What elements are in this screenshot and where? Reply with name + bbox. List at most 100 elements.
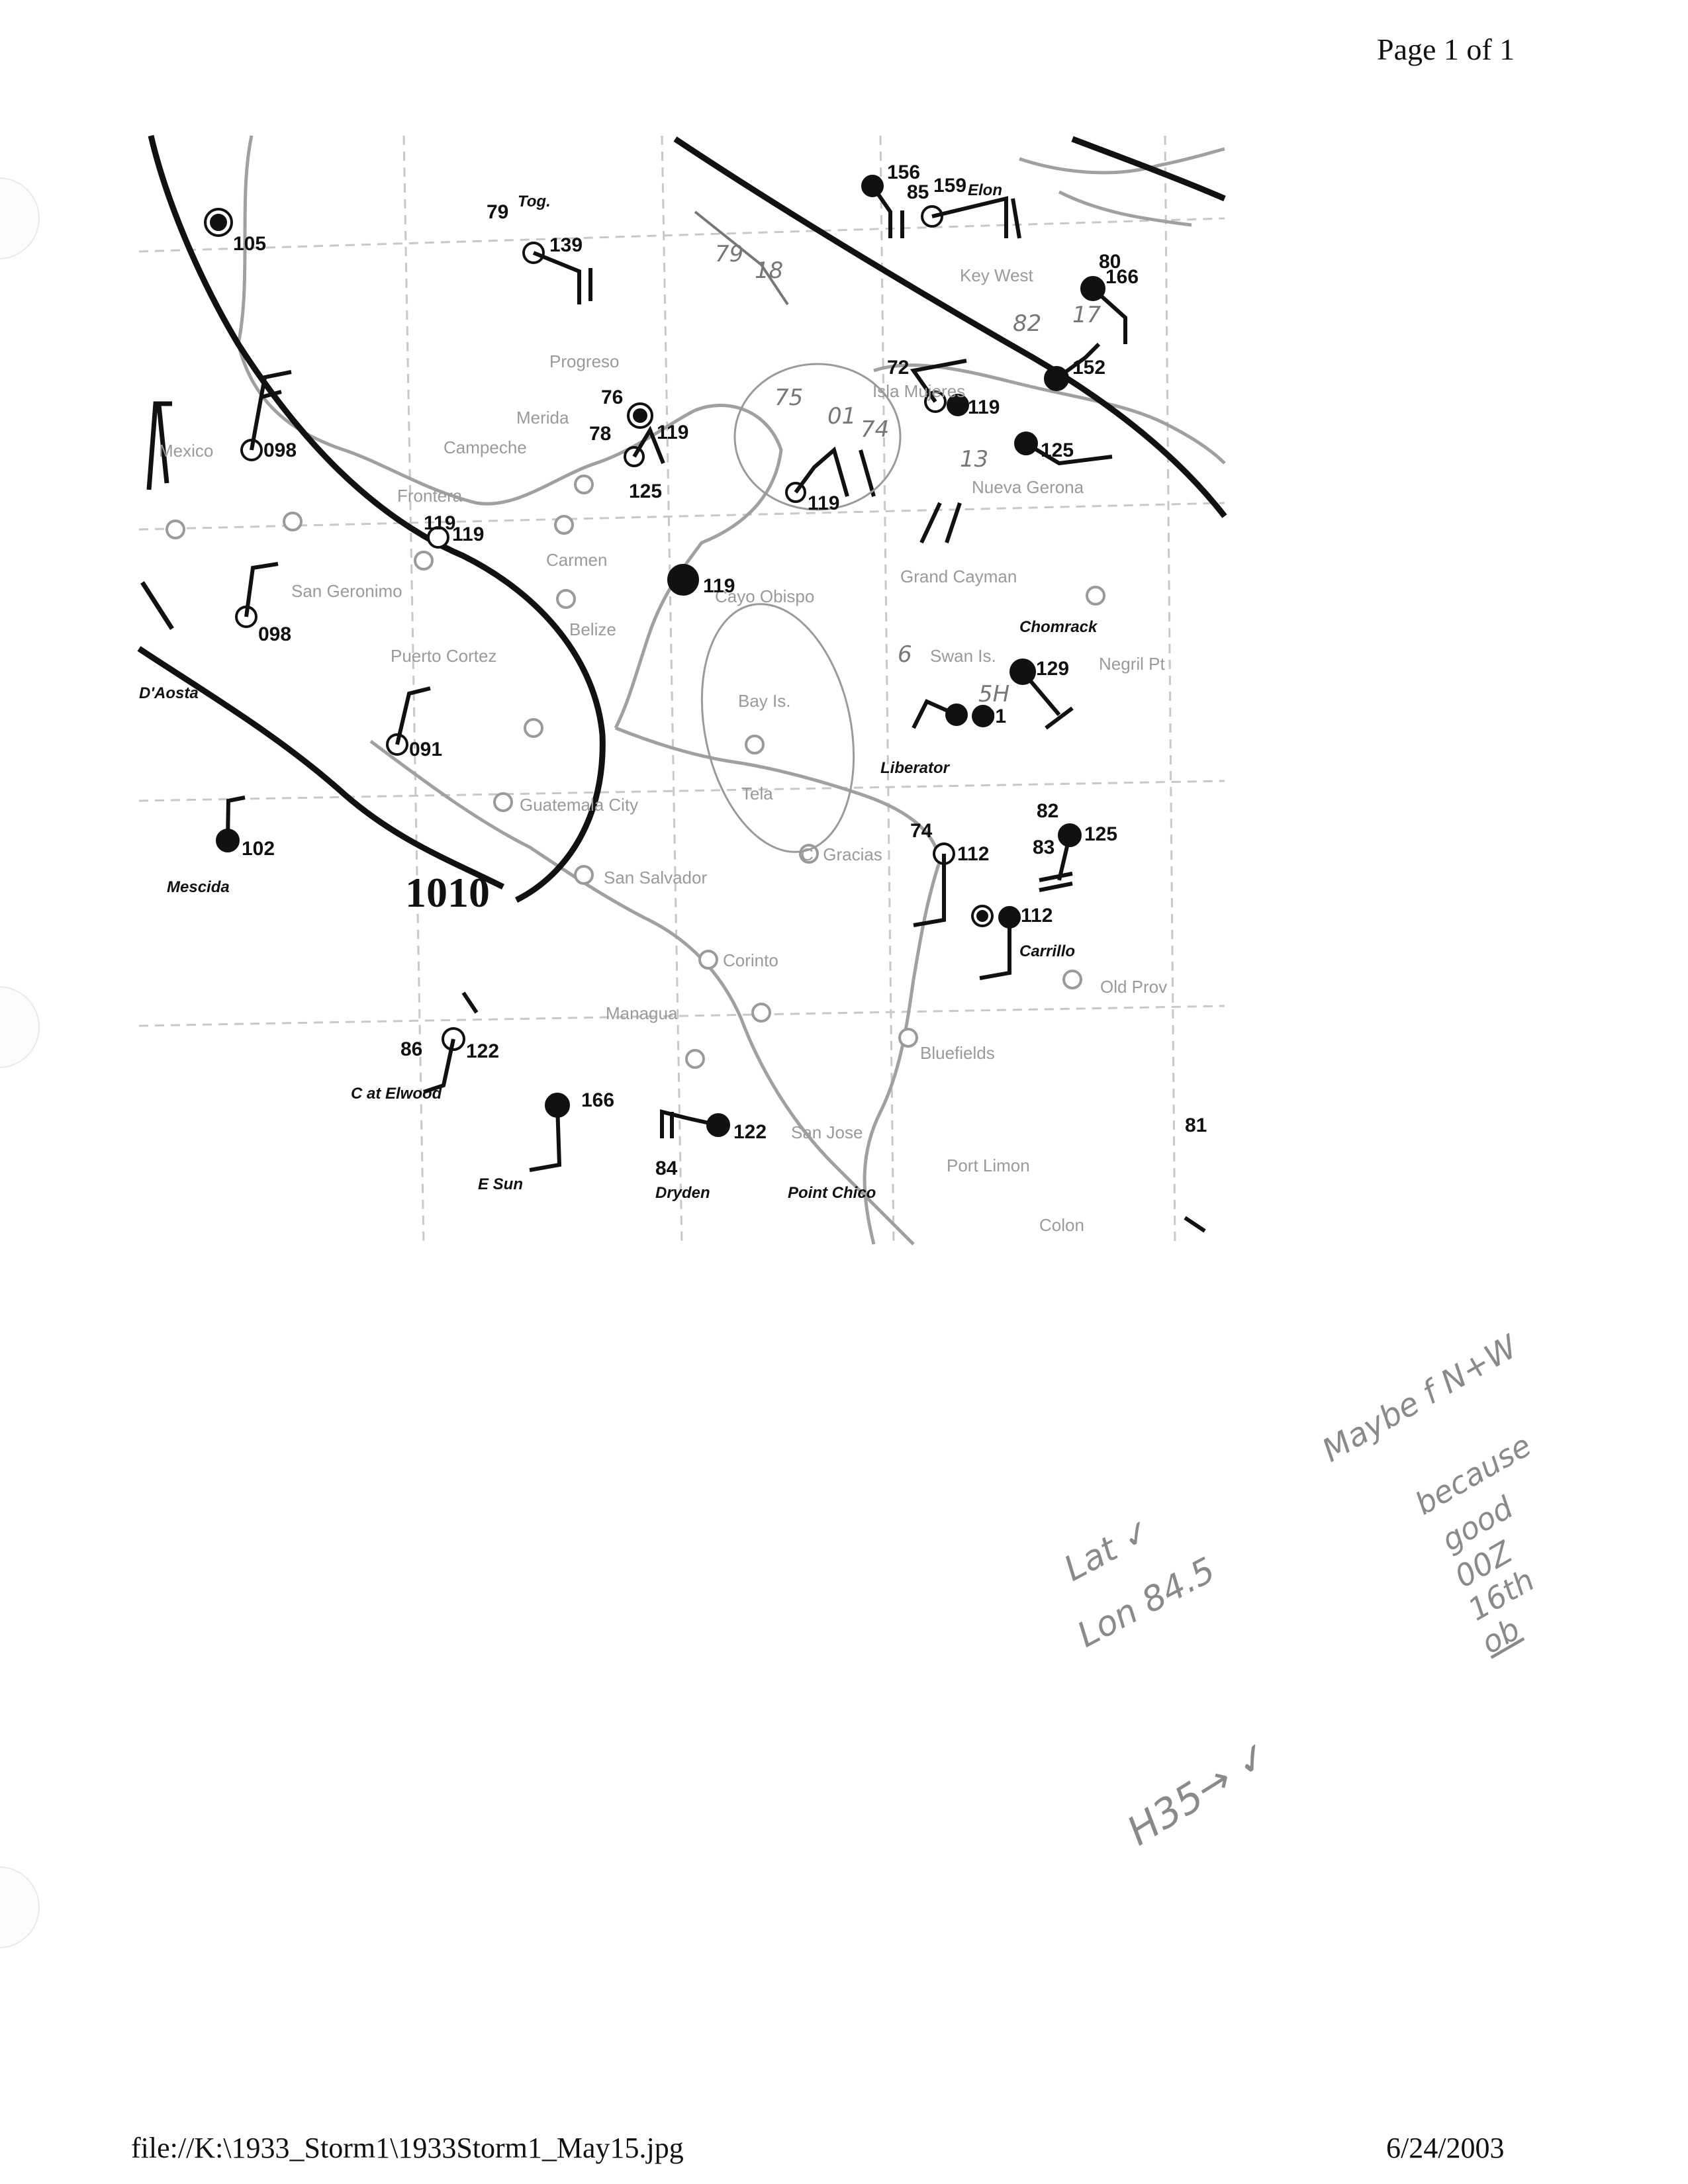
place-label-item: Bay Is. xyxy=(738,691,790,711)
observation-value-item: 80 xyxy=(1099,251,1121,273)
station-label-item: D'Aosta xyxy=(139,684,199,702)
station-label-item: Point Chico xyxy=(788,1184,876,1202)
place-label-item: Port Limon xyxy=(947,1156,1030,1175)
pencil-map-note-item: 79 xyxy=(715,241,743,267)
station-label-item: C at Elwood xyxy=(351,1085,443,1103)
observation-value-item: 112 xyxy=(1021,905,1053,927)
station-label-item: Dryden xyxy=(655,1184,710,1202)
place-label-item: Guatemala City xyxy=(520,795,638,815)
station-label-item: E Sun xyxy=(478,1175,523,1193)
observation-value-item: 119 xyxy=(968,396,1000,418)
station-label-item: Mescida xyxy=(167,878,230,896)
observation-value-item: 119 xyxy=(452,523,484,545)
place-label-item: Nueva Gerona xyxy=(972,477,1084,497)
observation-value-item: 72 xyxy=(887,357,909,379)
place-label-item: Negril Pt xyxy=(1099,654,1165,674)
observation-value-item: 159 xyxy=(933,175,966,197)
place-label-item: Isla Mujeres xyxy=(872,381,965,401)
pencil-map-note-item: 01 xyxy=(827,403,856,430)
observation-value-item: 86 xyxy=(400,1038,422,1060)
place-label-item: Mexico xyxy=(159,441,213,461)
pencil-map-note-item: 74 xyxy=(861,416,889,443)
station-label-item: Elon xyxy=(968,181,1002,199)
observation-value-item: 112 xyxy=(957,843,989,865)
place-label-item: C. Gracias xyxy=(801,844,882,864)
isobars xyxy=(137,134,1227,903)
observation-value-item: 091 xyxy=(973,705,1006,727)
place-label-item: San Geronimo xyxy=(291,581,402,601)
observation-value-item: 166 xyxy=(581,1089,614,1111)
place-label-item: Carmen xyxy=(546,550,607,570)
pencil-map-note-item: 75 xyxy=(774,385,803,411)
observation-value-item: 119 xyxy=(808,492,839,514)
print-date-footer: 6/24/2003 xyxy=(1386,2132,1505,2164)
place-label-item: Puerto Cortez xyxy=(391,646,496,666)
observation-value-item: 105 xyxy=(233,233,266,255)
station-labels: Elon Chomrack Liberator Carrillo Mescida… xyxy=(139,181,1098,1202)
observation-value-item: 84 xyxy=(655,1158,678,1179)
pencil-map-note-item: 5H xyxy=(978,681,1009,707)
place-label-item: Bluefields xyxy=(920,1043,995,1063)
pencil-circles xyxy=(700,363,902,853)
observation-value-item: 102 xyxy=(242,838,275,860)
observation-value-item: 098 xyxy=(258,623,291,645)
handwritten-annotation-item: Lat ✓ xyxy=(1058,1510,1159,1589)
isobar-label: 1010 xyxy=(405,869,490,916)
observation-value-item: 83 xyxy=(1033,837,1055,858)
handwritten-annotation-item: H35→ ✓ xyxy=(1119,1731,1280,1855)
observation-value-item: 139 xyxy=(549,234,583,256)
observation-value-item: 166 xyxy=(1105,266,1139,288)
observation-value-item: 129 xyxy=(1036,658,1069,680)
station-label-item: Chomrack xyxy=(1019,618,1098,636)
observation-value-item: 125 xyxy=(1041,439,1074,461)
left-edge-marks xyxy=(140,401,174,630)
map-frame xyxy=(139,136,1225,1244)
place-label-item: San Salvador xyxy=(604,868,707,887)
observation-value-item: 125 xyxy=(1084,823,1117,845)
coastlines xyxy=(236,135,1226,1246)
observation-value-item: 119 xyxy=(657,422,688,443)
place-label-item: Tela xyxy=(741,784,773,803)
place-label-item: Corinto xyxy=(723,950,778,970)
wind-barbs xyxy=(226,185,1206,1233)
observation-value-item: 125 xyxy=(629,480,662,502)
place-label-item: Key West xyxy=(960,265,1034,285)
observation-value-item: 098 xyxy=(263,439,297,461)
observation-value-item: 82 xyxy=(1037,800,1058,822)
place-label-item: Colon xyxy=(1039,1215,1084,1235)
observation-value-item: 152 xyxy=(1072,357,1105,379)
observation-value-item: 78 xyxy=(589,423,611,445)
place-label-item: Belize xyxy=(569,619,616,639)
observation-value-item: 122 xyxy=(466,1040,499,1062)
file-path-footer: file://K:\1933_Storm1\1933Storm1_May15.j… xyxy=(131,2132,684,2164)
observation-value-item: 122 xyxy=(733,1121,767,1143)
place-label-item: Managua xyxy=(606,1003,678,1023)
city-markers xyxy=(165,475,1105,1069)
observation-value-item: 76 xyxy=(601,387,623,408)
place-label-item: Campeche xyxy=(444,437,527,457)
page-number-label: Page 1 of 1 xyxy=(1377,32,1515,66)
place-label-item: Merida xyxy=(516,408,569,428)
station-label-item: Carrillo xyxy=(1019,942,1075,960)
place-label-item: Cayo Obispo xyxy=(715,586,814,606)
pencil-map-note-item: 82 xyxy=(1013,310,1041,337)
pencil-map-notes: 79 18 82 17 75 01 74 13 6 5H xyxy=(715,241,1102,707)
lat-lon-grid xyxy=(138,135,1225,1245)
observation-value-item: 119 xyxy=(703,575,735,597)
station-label-item: Tog. xyxy=(518,193,551,210)
observation-value-item: 74 xyxy=(910,820,933,842)
pencil-map-note-item: 13 xyxy=(960,446,988,473)
place-label-item: Old Prov xyxy=(1100,977,1167,997)
pencil-map-note-item: 17 xyxy=(1072,302,1102,328)
observation-value-item: 156 xyxy=(887,161,920,183)
observation-value-item: 81 xyxy=(1185,1115,1207,1136)
place-labels: Key West Progreso Merida Campeche Fronte… xyxy=(159,265,1167,1235)
place-label-item: Progreso xyxy=(549,351,620,371)
place-label-item: Frontera xyxy=(397,486,463,506)
place-label-item: Grand Cayman xyxy=(900,567,1017,586)
observation-values: 105 139 156 159 166 152 125 119 119 125 … xyxy=(233,161,1207,1179)
observation-value-item: 091 xyxy=(409,739,442,760)
handwritten-annotations: Lat ✓ Lon 84.5 Maybe f N+W because good … xyxy=(1058,1328,1540,1855)
observation-value-item: 85 xyxy=(907,181,929,203)
